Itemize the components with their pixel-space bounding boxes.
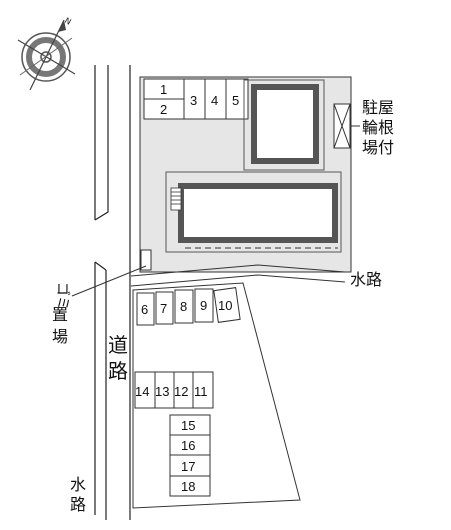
waterway-lines bbox=[94, 65, 131, 520]
road-label-2: 路 bbox=[108, 359, 128, 383]
garbage-label-1: ゴミ bbox=[54, 282, 71, 310]
parking-space-6: 6 bbox=[141, 302, 148, 317]
garbage-label-2: 置 bbox=[52, 305, 68, 324]
parking-space-11: 11 bbox=[194, 384, 208, 399]
parking-space-13: 13 bbox=[155, 384, 169, 399]
waterway-label-right: 水路 bbox=[350, 270, 382, 289]
parking-space-3: 3 bbox=[190, 93, 197, 108]
parking-space-8: 8 bbox=[180, 299, 187, 314]
waterway-channel bbox=[130, 264, 346, 287]
waterway-label-bottom-1: 水 bbox=[70, 475, 86, 494]
parking-space-18: 18 bbox=[181, 479, 195, 494]
parking-space-7: 7 bbox=[160, 301, 167, 316]
parking-space-12: 12 bbox=[174, 384, 188, 399]
compass-north-label: N bbox=[63, 16, 73, 27]
bicycle-parking-label-3: 場付 bbox=[362, 138, 394, 157]
parking-top-lot bbox=[143, 78, 249, 120]
building-upper bbox=[243, 79, 325, 171]
road-label-1: 道 bbox=[108, 333, 128, 357]
bicycle-parking-label-1: 駐屋 bbox=[362, 98, 394, 117]
waterway-label-bottom-2: 路 bbox=[70, 495, 86, 514]
parking-space-14: 14 bbox=[135, 384, 149, 399]
parking-lower-row bbox=[134, 371, 214, 409]
bicycle-parking bbox=[333, 103, 351, 149]
parking-space-15: 15 bbox=[181, 418, 195, 433]
parking-bottom-column bbox=[169, 414, 211, 497]
parking-space-9: 9 bbox=[200, 298, 207, 313]
parking-space-5: 5 bbox=[232, 93, 239, 108]
parking-space-1: 1 bbox=[160, 82, 167, 97]
parking-space-16: 16 bbox=[181, 438, 195, 453]
parking-space-2: 2 bbox=[160, 102, 167, 117]
parking-space-10: 10 bbox=[218, 298, 232, 313]
garbage-label-3: 場 bbox=[52, 327, 68, 346]
parking-middle-row bbox=[136, 287, 241, 326]
bicycle-parking-label-2: 輪根 bbox=[362, 118, 394, 137]
compass-icon: N bbox=[17, 16, 76, 91]
parking-space-17: 17 bbox=[181, 459, 195, 474]
building-lower bbox=[165, 171, 342, 253]
garbage-area bbox=[71, 249, 152, 297]
parking-space-4: 4 bbox=[211, 93, 218, 108]
